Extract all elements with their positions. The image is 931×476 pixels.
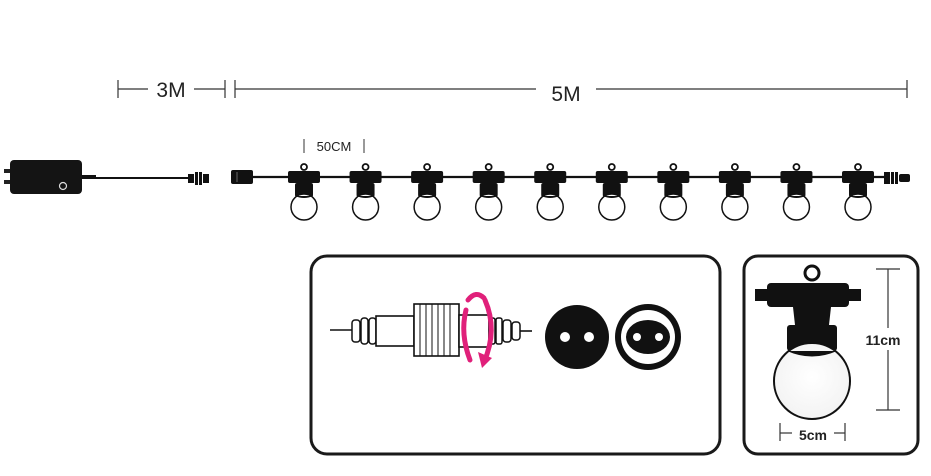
power-adapter-icon <box>4 160 82 194</box>
lead-connector-icon <box>188 172 209 185</box>
waterproof-connector-icon <box>330 303 532 357</box>
bulb-height-dimension <box>876 268 900 411</box>
festoon-bulb-icon <box>780 163 813 221</box>
bulb-width-dimension <box>779 423 846 441</box>
festoon-bulb-icon <box>534 163 567 221</box>
festoon-bulb-icon <box>472 163 505 221</box>
bulb-detail-frame <box>742 254 920 456</box>
bulb-spacing-label: 50CM <box>317 139 352 154</box>
two-pin-plug-face-icon <box>545 305 609 369</box>
festoon-bulb-icon <box>657 163 690 221</box>
connector-detail-frame <box>309 254 722 456</box>
lead-length-label: 3M <box>156 79 185 102</box>
string-length-label: 5M <box>551 83 580 106</box>
bulb-width-label: 5cm <box>799 427 827 443</box>
festoon-bulb-icon <box>349 163 382 221</box>
festoon-bulb-icon <box>718 163 751 221</box>
festoon-bulb-icon <box>288 163 320 221</box>
bulb-spacing-dimension <box>303 139 365 153</box>
lead-length-dimension <box>117 80 226 98</box>
festoon-bulb-detail-icon <box>755 264 861 420</box>
twist-lock-arrow-icon <box>461 292 494 368</box>
festoon-bulb-icon <box>842 163 874 221</box>
string-start-connector-icon <box>231 170 253 184</box>
string-length-dimension <box>234 80 908 98</box>
string-end-connector-icon <box>884 172 910 184</box>
bulb-row <box>288 163 874 221</box>
festoon-bulb-icon <box>411 163 444 221</box>
festoon-bulb-icon <box>595 163 628 221</box>
bulb-height-label: 11cm <box>865 332 900 348</box>
two-pin-socket-face-icon <box>615 304 681 370</box>
lead-cable <box>82 175 190 179</box>
